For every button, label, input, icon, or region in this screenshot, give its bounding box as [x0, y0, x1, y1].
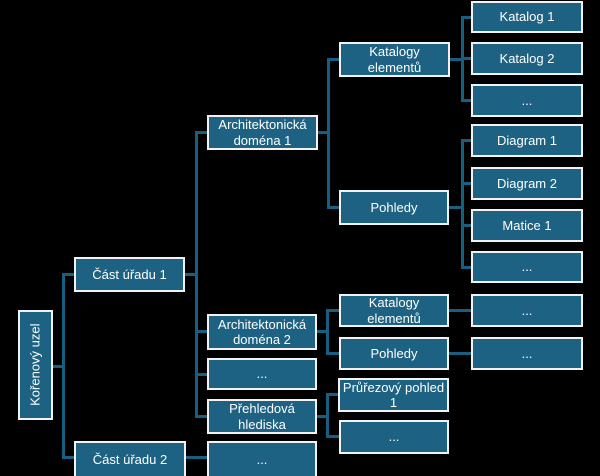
connector-line: [317, 415, 328, 418]
connector-line: [318, 131, 329, 134]
connector-line: [463, 182, 471, 185]
node-pohledy-1: Pohledy: [339, 190, 449, 225]
connector-line: [197, 131, 207, 134]
connector-line: [450, 58, 463, 61]
connector-line: [186, 456, 207, 459]
connector-line: [449, 206, 463, 209]
node-ellipsis-katalogy-1: ...: [471, 84, 583, 117]
node-ellipsis-cast-uradu-2: ...: [207, 441, 317, 476]
connector-line: [449, 309, 471, 312]
node-diagram-2: Diagram 2: [471, 167, 583, 200]
node-ellipsis-pohledy-2: ...: [471, 337, 583, 370]
connector-line: [326, 309, 329, 355]
connector-line: [463, 224, 471, 227]
connector-line: [461, 16, 464, 102]
node-cast-uradu-2: Část úřadu 2: [74, 441, 186, 476]
node-ellipsis-katalogy-2: ...: [471, 294, 583, 327]
connector-line: [329, 58, 339, 61]
connector-line: [463, 266, 471, 269]
node-prurezovy-pohled-1: Průřezový pohled 1: [338, 378, 449, 412]
connector-line: [328, 393, 338, 396]
connector-line: [64, 273, 74, 276]
connector-line: [461, 139, 464, 269]
connector-line: [197, 415, 207, 418]
node-architektonicka-domena-2: Architektonická doména 2: [207, 314, 317, 350]
connector-line: [463, 139, 471, 142]
connector-line: [64, 456, 74, 459]
connector-line: [197, 330, 207, 333]
node-prehledova-hlediska: Přehledová hlediska: [207, 399, 317, 434]
node-katalog-2: Katalog 2: [471, 42, 583, 75]
connector-line: [328, 352, 339, 355]
node-katalogy-elementu-1: Katalogy elementů: [339, 42, 450, 77]
connector-line: [326, 393, 329, 438]
node-korenovy-uzel: Kořenový uzel: [18, 310, 53, 420]
connector-line: [195, 131, 198, 418]
node-architektonicka-domena-1: Architektonická doména 1: [207, 115, 318, 150]
connector-line: [52, 365, 64, 368]
node-label: Kořenový uzel: [27, 323, 43, 407]
connector-line: [317, 330, 328, 333]
node-cast-uradu-1: Část úřadu 1: [74, 257, 185, 292]
connector-line: [328, 435, 339, 438]
connector-line: [327, 58, 330, 209]
connector-line: [463, 16, 471, 19]
connector-line: [463, 57, 471, 60]
node-ellipsis-pohledy-1: ...: [471, 251, 583, 283]
connector-line: [328, 309, 339, 312]
node-katalog-1: Katalog 1: [471, 1, 583, 33]
connector-line: [62, 273, 65, 459]
node-pohledy-2: Pohledy: [339, 337, 449, 370]
node-ellipsis-domains: ...: [207, 358, 317, 390]
connector-line: [463, 99, 471, 102]
connector-line: [185, 273, 197, 276]
node-matice-1: Matice 1: [471, 209, 583, 242]
node-ellipsis-prehledova: ...: [339, 420, 449, 454]
connector-line: [197, 373, 207, 376]
connector-line: [329, 206, 339, 209]
node-diagram-1: Diagram 1: [471, 124, 583, 157]
node-katalogy-elementu-2: Katalogy elementů: [339, 294, 449, 327]
connector-line: [449, 352, 471, 355]
